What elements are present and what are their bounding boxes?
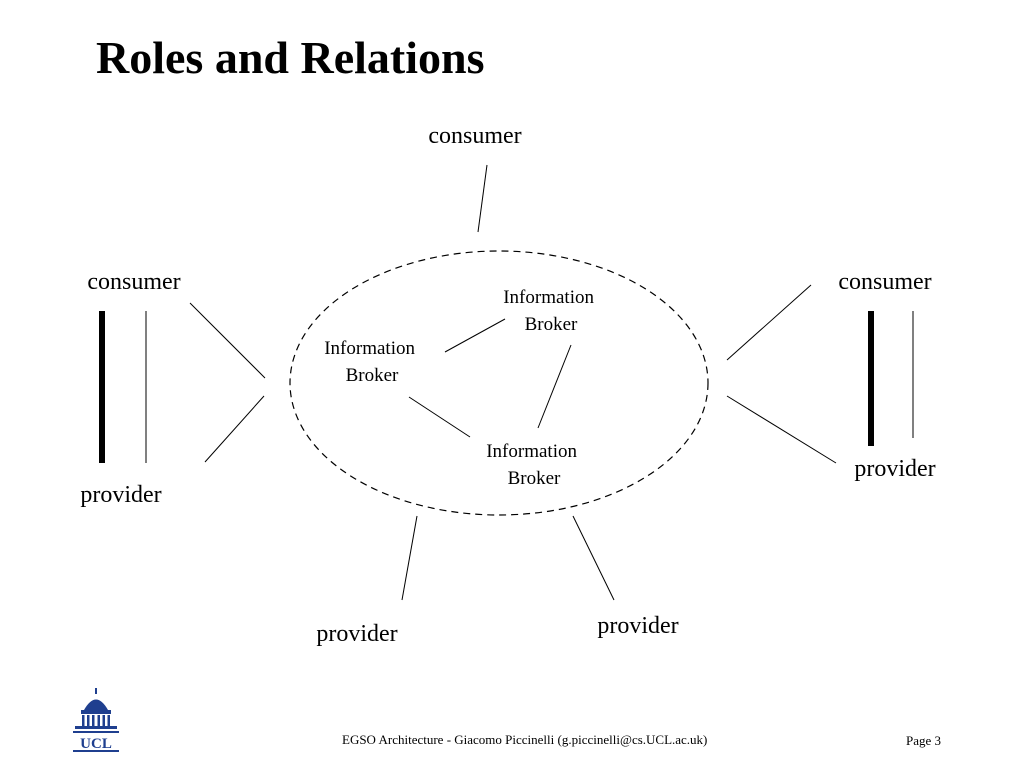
broker-network-ellipse	[289, 250, 709, 516]
broker-top-right: Information Broker	[503, 287, 599, 335]
broker-left: Information Broker	[324, 338, 420, 386]
broker-left-line2: Broker	[346, 365, 399, 386]
broker-top-right-line2: Broker	[525, 314, 578, 335]
consumer-top-link	[477, 164, 488, 233]
consumer-left-label: consumer	[87, 269, 180, 295]
slide-title: Roles and Relations	[96, 32, 485, 83]
broker-top-right-line1: Information	[503, 287, 594, 308]
broker-bottom-line1: Information	[486, 441, 577, 462]
consumer-right-label: consumer	[838, 269, 931, 295]
broker-bottom-line2: Broker	[508, 468, 561, 489]
broker-link-left-to-bottom	[408, 396, 471, 438]
ucl-logo-text: UCL	[80, 736, 112, 752]
provider-bottom-right-label: provider	[597, 613, 678, 639]
footer-text: EGSO Architecture - Giacomo Piccinelli (…	[342, 732, 708, 747]
provider-right-label: provider	[854, 456, 935, 482]
consumer-top-label: consumer	[428, 123, 521, 149]
broker-bottom: Information Broker	[486, 441, 582, 489]
page-number: Page 3	[906, 733, 942, 748]
provider-left-link	[204, 395, 265, 463]
ucl-logo: UCL	[73, 688, 119, 752]
provider-right-link	[726, 395, 837, 464]
broker-link-top-to-bottom	[537, 344, 572, 429]
provider-bottom-left-link	[401, 515, 418, 601]
consumer-right-link	[726, 284, 812, 361]
broker-left-line1: Information	[324, 338, 415, 359]
provider-bottom-right-link	[572, 515, 615, 601]
broker-link-left-to-top	[444, 318, 506, 353]
consumer-left-link	[189, 302, 266, 379]
provider-bottom-left-label: provider	[316, 621, 397, 647]
ucl-dome-icon	[73, 688, 119, 752]
provider-left-label: provider	[80, 482, 161, 508]
